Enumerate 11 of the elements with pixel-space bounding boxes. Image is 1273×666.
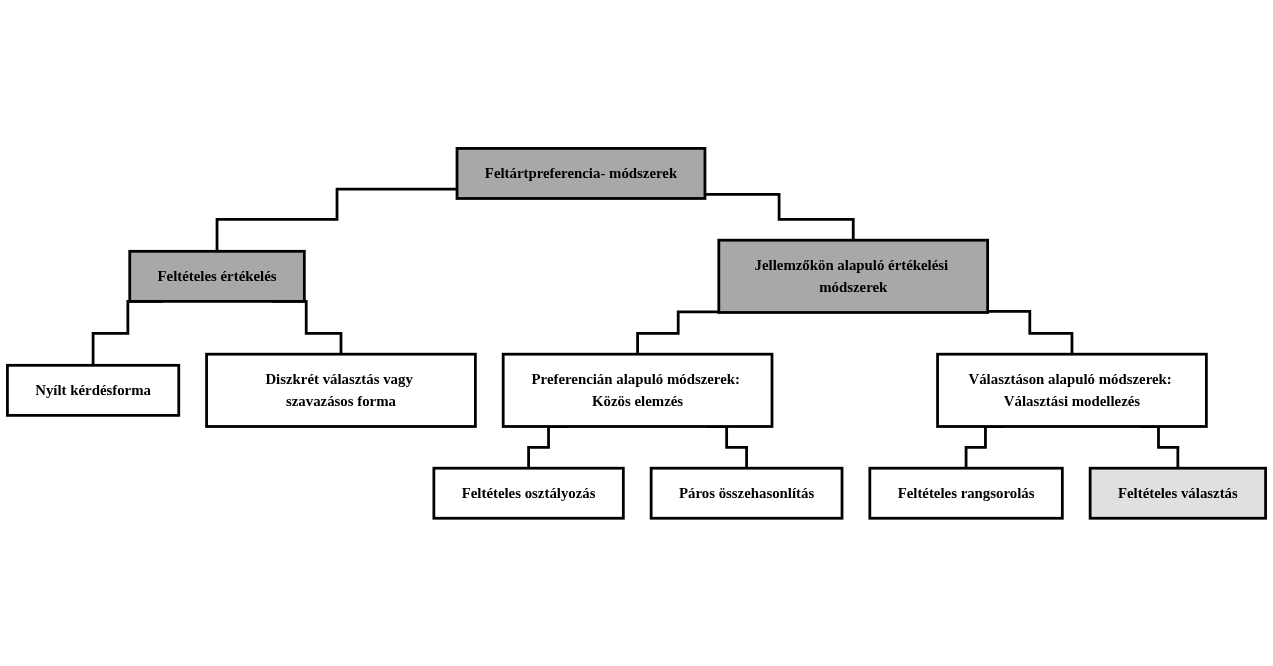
node-box: Nyílt kérdésforma xyxy=(6,363,181,417)
node-box: Feltételes választás xyxy=(1088,466,1267,520)
node-box: Diszkrét választás vagy szavazásos forma xyxy=(205,352,477,428)
node-box: Feltételes osztályozás xyxy=(432,466,625,520)
node-box: Feltártpreferencia- módszerek xyxy=(455,146,707,200)
node-box: Preferencián alapuló módszerek: Közös elemzés xyxy=(501,352,774,428)
node-box: Feltételes rangsorolás xyxy=(868,466,1064,520)
node-box: Feltételes értékelés xyxy=(128,249,306,303)
node-box: Választáson alapuló módszerek: Választási modellezés xyxy=(936,352,1208,428)
node-box: Jellemzőkön alapuló értékelési módszerek xyxy=(717,238,989,314)
node-box: Páros összehasonlítás xyxy=(649,466,844,520)
